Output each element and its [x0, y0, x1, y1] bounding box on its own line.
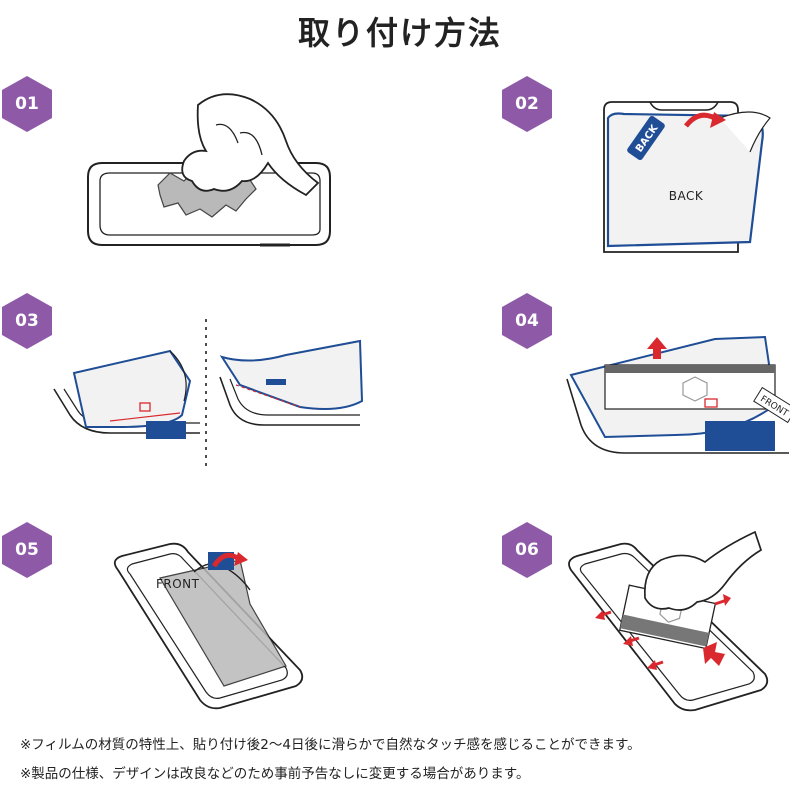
film-sheet	[72, 349, 192, 428]
film-sheet	[219, 339, 364, 410]
step-badge-04: 04	[502, 293, 552, 349]
phone-outline	[219, 376, 360, 426]
step-badge-01: 01	[2, 76, 52, 132]
step-number: 02	[515, 94, 539, 114]
arrow-up-icon	[647, 337, 667, 359]
step-04-illustration: FRONT	[566, 335, 790, 454]
step-number: 01	[15, 94, 39, 114]
step-badge-03: 03	[2, 293, 52, 349]
step-03-illustration	[53, 319, 364, 471]
phone-outline	[53, 388, 200, 434]
step-number: 05	[15, 540, 39, 560]
page-title: 取り付け方法	[297, 14, 502, 52]
film-front-label: FRONT	[156, 577, 200, 591]
phone-outline	[603, 101, 739, 253]
note-1: ※フィルムの材質の特性上、貼り付け後2〜4日後に滑らかで自然なタッチ感を感じるこ…	[20, 737, 641, 753]
step-badge-05: 05	[2, 522, 52, 578]
step-05-illustration: FRONT	[113, 542, 304, 710]
step-01-illustration	[87, 93, 331, 247]
step-02-illustration: BACK BACK	[603, 101, 771, 253]
arrow-down-icon	[703, 642, 725, 666]
hand-icon	[643, 530, 763, 611]
phone-outline	[566, 378, 789, 454]
step-badge-02: 02	[502, 76, 552, 132]
step-06-illustration	[568, 530, 769, 712]
step-badge-06: 06	[502, 522, 552, 578]
hand-icon	[181, 93, 320, 197]
film-back-label: BACK	[669, 189, 704, 203]
step-number: 06	[515, 540, 539, 560]
step-number: 04	[515, 311, 539, 331]
step-number: 03	[15, 311, 39, 331]
note-2: ※製品の仕様、デザインは改良などのため事前予告なしに変更する場合があります。	[20, 766, 530, 782]
